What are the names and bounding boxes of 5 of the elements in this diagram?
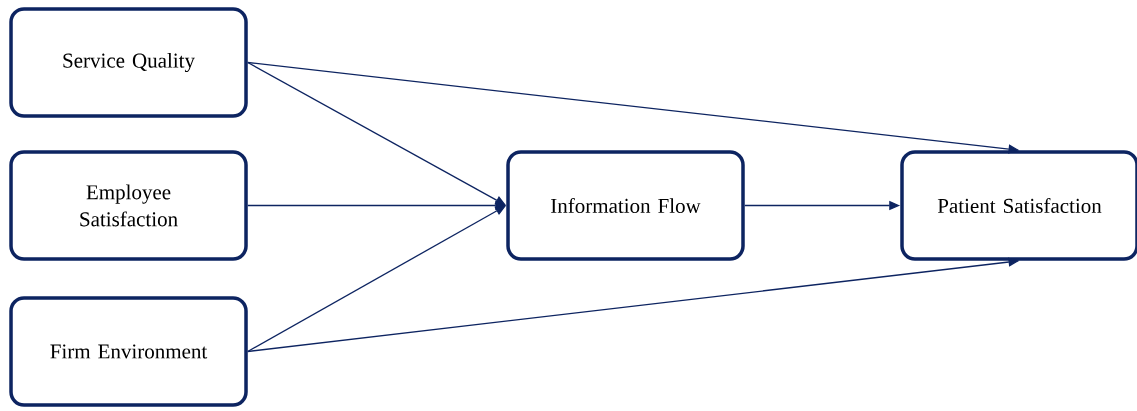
process-box: Service Quality — [9, 7, 248, 118]
process-box: Employee Satisfaction — [9, 150, 248, 261]
process-box: Firm Environment — [9, 296, 248, 407]
process-box: Information Flow — [506, 150, 745, 261]
process-box: Patient Satisfaction — [900, 150, 1137, 261]
